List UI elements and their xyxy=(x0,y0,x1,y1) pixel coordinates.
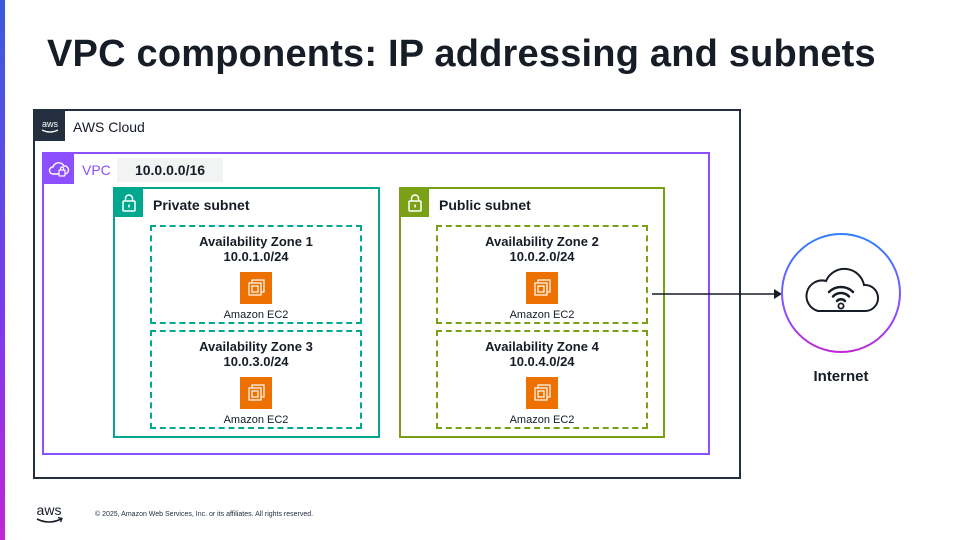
az-cidr: 10.0.3.0/24 xyxy=(223,354,289,369)
aws-logo-icon: aws xyxy=(41,119,59,133)
accent-bar xyxy=(0,0,5,540)
public-subnet-label: Public subnet xyxy=(439,197,531,213)
public-subnet: Public subnet Availability Zone 2 10.0.2… xyxy=(399,187,665,438)
aws-cloud-badge: aws xyxy=(35,111,65,141)
vpc-label: VPC xyxy=(82,162,111,178)
availability-zone-1: Availability Zone 1 10.0.1.0/24 Amazon E… xyxy=(150,225,362,324)
az-name: Availability Zone 4 xyxy=(485,339,599,354)
ec2-label: Amazon EC2 xyxy=(223,414,289,426)
page-title: VPC components: IP addressing and subnet… xyxy=(47,33,876,75)
copyright-footer: © 2025, Amazon Web Services, Inc. or its… xyxy=(95,511,314,518)
ec2-icon xyxy=(526,272,558,304)
svg-text:aws: aws xyxy=(42,119,59,129)
ec2-label: Amazon EC2 xyxy=(509,414,575,426)
private-subnet-label: Private subnet xyxy=(153,197,250,213)
cloud-wifi-icon xyxy=(805,267,879,312)
ec2-icon xyxy=(526,377,558,409)
aws-footer-logo-icon: aws xyxy=(37,503,63,523)
aws-cloud-label: AWS Cloud xyxy=(73,119,145,135)
internet-label: Internet xyxy=(813,368,869,385)
az-name: Availability Zone 1 xyxy=(199,234,313,249)
availability-zone-3: Availability Zone 3 10.0.3.0/24 Amazon E… xyxy=(150,330,362,429)
vpc-cloud-icon xyxy=(48,162,70,177)
ec2-icon xyxy=(240,377,272,409)
ec2-icon xyxy=(240,272,272,304)
az-cidr: 10.0.1.0/24 xyxy=(223,249,289,264)
private-subnet-lock-icon xyxy=(115,189,143,217)
public-subnet-lock-icon xyxy=(401,189,429,217)
internet-arrow xyxy=(652,289,782,299)
internet-node xyxy=(781,233,901,353)
vpc-badge xyxy=(44,154,74,184)
ec2-label: Amazon EC2 xyxy=(509,309,575,321)
vpc-group: VPC 10.0.0.0/16 xyxy=(42,152,710,455)
private-subnet: Private subnet Availability Zone 1 10.0.… xyxy=(113,187,380,438)
vpc-cidr: 10.0.0.0/16 xyxy=(117,158,223,182)
availability-zone-2: Availability Zone 2 10.0.2.0/24 Amazon E… xyxy=(436,225,648,324)
availability-zone-4: Availability Zone 4 10.0.4.0/24 Amazon E… xyxy=(436,330,648,429)
az-name: Availability Zone 3 xyxy=(199,339,313,354)
az-cidr: 10.0.2.0/24 xyxy=(509,249,575,264)
svg-text:aws: aws xyxy=(37,503,62,518)
az-name: Availability Zone 2 xyxy=(485,234,599,249)
az-cidr: 10.0.4.0/24 xyxy=(509,354,575,369)
ec2-label: Amazon EC2 xyxy=(223,309,289,321)
